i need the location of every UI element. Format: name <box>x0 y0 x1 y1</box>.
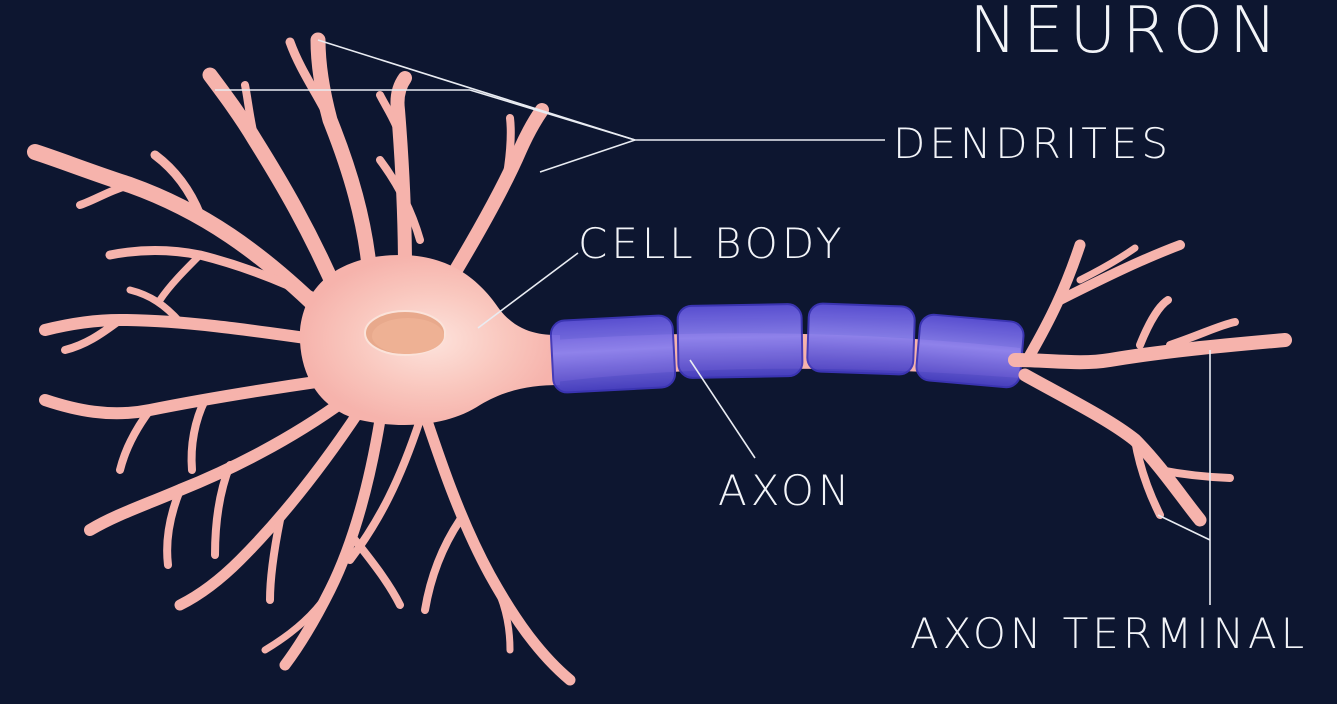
myelin-segment <box>806 302 916 376</box>
myelin-sheath <box>549 302 1025 394</box>
myelin-segment <box>915 313 1025 389</box>
diagram-title: NEURON <box>969 0 1283 68</box>
axon-label: AXON <box>718 466 853 515</box>
leader-lines <box>215 39 1211 605</box>
nucleus <box>364 310 446 356</box>
dendrites <box>27 32 576 686</box>
myelin-segment <box>676 303 804 379</box>
cell-body-label: CELL BODY <box>578 219 846 268</box>
axon-terminal-label: AXON TERMINAL <box>910 609 1308 658</box>
axon-terminal-branches <box>1008 239 1292 527</box>
dendrites-label: DENDRITES <box>893 119 1172 168</box>
myelin-segment <box>549 314 677 394</box>
